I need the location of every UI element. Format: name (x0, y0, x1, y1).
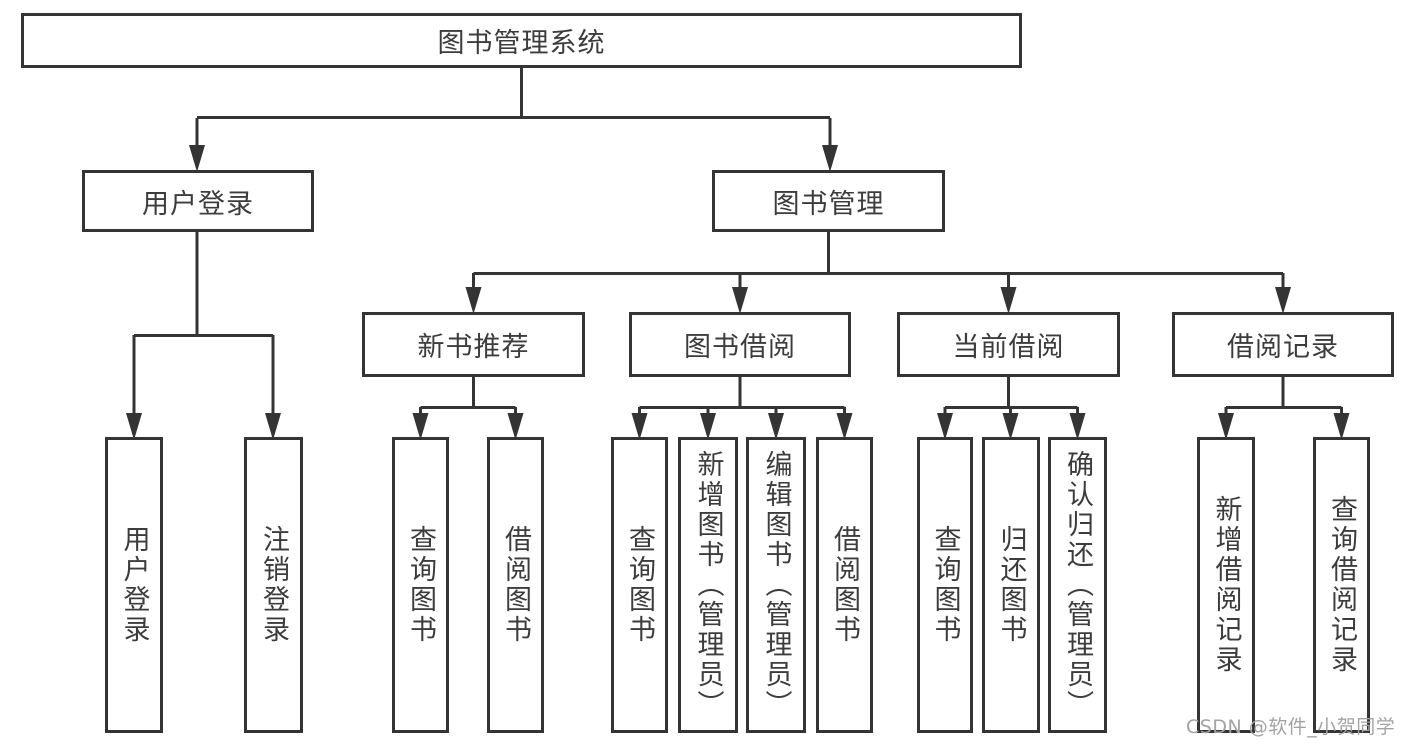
node-current-borrow: 当前借阅 (897, 312, 1120, 377)
node-root-system: 图书管理系统 (21, 13, 1022, 68)
leaf-query-books-current: 查询图书 (917, 437, 973, 733)
leaf-add-books-admin: 新增图书（管理员） (678, 437, 738, 733)
node-borrow-records: 借阅记录 (1172, 312, 1394, 377)
csdn-watermark: CSDN @软件_小贺同学 (1186, 716, 1396, 738)
leaf-edit-books-admin: 编辑图书（管理员） (746, 437, 806, 733)
leaf-logout: 注销登录 (244, 437, 303, 733)
leaf-user-login: 用户登录 (105, 437, 163, 733)
leaf-query-books-recommend: 查询图书 (392, 437, 449, 733)
node-book-borrow: 图书借阅 (629, 312, 851, 377)
node-new-book-recommend: 新书推荐 (362, 312, 585, 377)
leaf-return-books: 归还图书 (982, 437, 1040, 733)
leaf-query-books-borrow: 查询图书 (611, 437, 668, 733)
arrowhead-icons (126, 145, 1350, 440)
node-user-login-branch: 用户登录 (82, 170, 314, 232)
leaf-confirm-return-admin: 确认归还（管理员） (1048, 437, 1107, 733)
leaf-borrow-books: 借阅图书 (816, 437, 873, 733)
leaf-borrow-books-recommend: 借阅图书 (487, 437, 544, 733)
node-book-management-branch: 图书管理 (712, 170, 945, 232)
leaf-query-borrow-record: 查询借阅记录 (1313, 437, 1370, 733)
leaf-add-borrow-record: 新增借阅记录 (1197, 437, 1255, 733)
